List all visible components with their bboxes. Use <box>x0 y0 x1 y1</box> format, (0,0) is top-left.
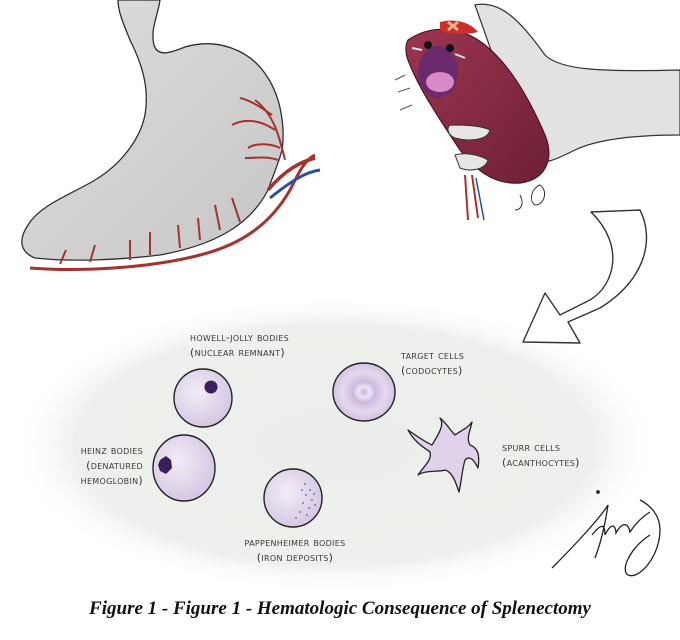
label-subtitle: (codocytes) <box>401 364 463 377</box>
label-subtitle-2: hemoglobin) <box>80 474 143 487</box>
label-spurr: Spurr cells (acanthocytes) <box>502 440 580 470</box>
label-subtitle: (denatured <box>86 459 143 472</box>
cell-spurr <box>407 417 480 493</box>
label-subtitle: (acanthocytes) <box>502 456 580 469</box>
label-title: Pappenheimer bodies <box>244 536 346 549</box>
cell-heinz <box>152 434 216 502</box>
label-target: Target cells (codocytes) <box>401 348 464 378</box>
label-heinz: Heinz bodies (denatured hemoglobin) <box>38 443 143 488</box>
stomach-illustration <box>21 0 321 271</box>
spleen-illustration <box>394 3 680 221</box>
cell-howell-jolly <box>173 368 233 428</box>
label-subtitle: (iron deposits) <box>256 551 334 564</box>
cell-pappenheimer <box>263 468 323 528</box>
cell-panel-background <box>10 295 660 595</box>
artist-signature <box>551 490 661 577</box>
label-title: Spurr cells <box>502 441 561 454</box>
label-howell-jolly: Howell-Jolly Bodies (nuclear remnant) <box>190 330 289 360</box>
label-title: Target cells <box>401 349 465 362</box>
label-title: Howell-Jolly Bodies <box>190 331 290 344</box>
label-title: Heinz bodies <box>80 444 143 457</box>
figure-caption: Figure 1 - Figure 1 - Hematologic Conseq… <box>89 598 591 619</box>
label-subtitle: (nuclear remnant) <box>190 346 285 359</box>
cell-target <box>332 362 396 422</box>
curved-arrow-icon <box>522 209 648 344</box>
label-pappenheimer: Pappenheimer bodies (iron deposits) <box>210 535 380 565</box>
